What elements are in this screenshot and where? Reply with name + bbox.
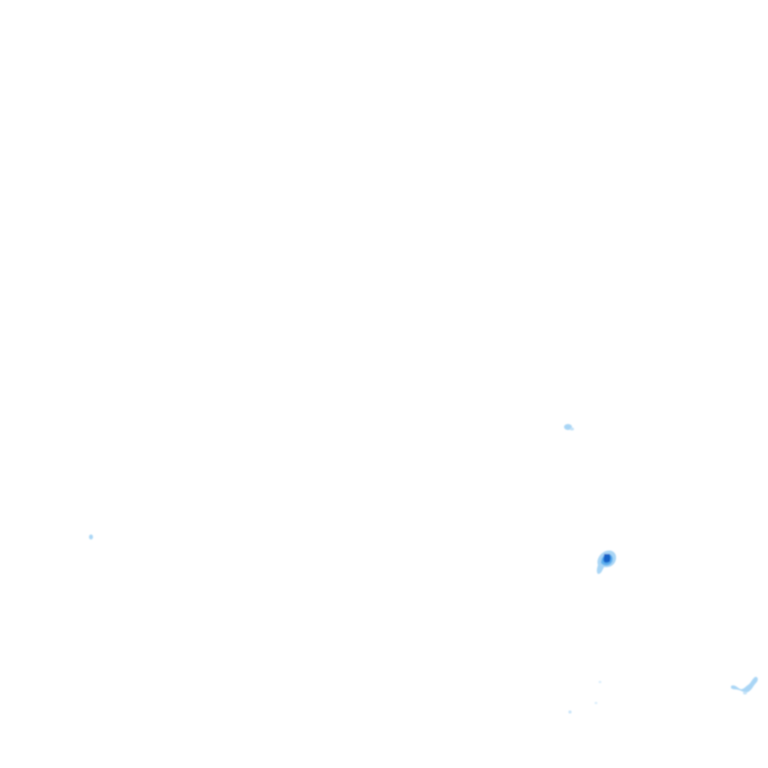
echo-east-small xyxy=(564,424,574,431)
echo-southeast-cluster xyxy=(731,676,758,695)
echo-core-cell xyxy=(596,550,617,574)
echo-south-specks xyxy=(568,681,602,714)
echo-west-dot xyxy=(89,534,93,540)
